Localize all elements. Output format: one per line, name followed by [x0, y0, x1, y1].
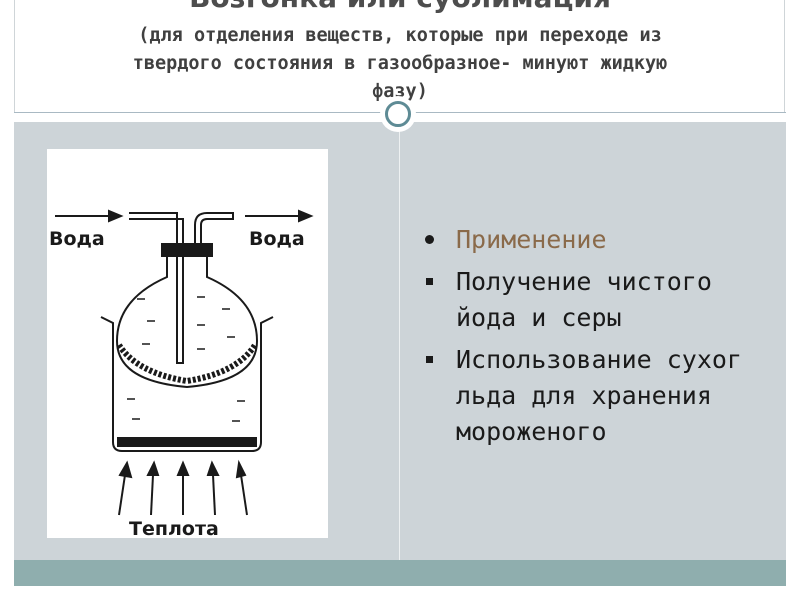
heat-arrows [118, 459, 248, 516]
round-bottom-flask [115, 254, 259, 389]
solid-substance [117, 437, 257, 447]
vapor-dashes [127, 296, 245, 422]
slide-title: Возгонка или сублимация [0, 0, 800, 16]
bullet-list: Применение Получение чистого йода и серы… [420, 222, 790, 456]
water-arrows [55, 209, 314, 223]
condensed-crystals [116, 343, 258, 385]
label-water-out: Вода [249, 228, 305, 250]
apparatus-drawing: Вода Вода Теплота [49, 209, 314, 538]
beaker [100, 316, 274, 452]
bullet-heading: Применение [420, 222, 790, 258]
slide-header: Возгонка или сублимация (для отделения в… [0, 0, 800, 115]
bottom-bar [14, 560, 786, 586]
subtitle-line-3: фазу) [372, 81, 428, 102]
column-divider [399, 122, 400, 560]
header-frame-left [14, 0, 15, 112]
slide-subtitle: (для отделения веществ, которые при пере… [0, 22, 800, 106]
label-water-in: Вода [49, 228, 105, 250]
ring-ornament-icon [380, 96, 416, 132]
bullet-item-2-line-1: Использование сухог [456, 345, 742, 374]
header-frame-right [784, 0, 785, 112]
bullet-item-1: Получение чистого йода и серы [420, 264, 790, 336]
subtitle-line-2: твердого состояния в газообразное- миную… [132, 53, 668, 74]
bullet-item-1-line-1: Получение чистого [456, 267, 712, 296]
bullet-item-2-line-3: мороженого [456, 417, 607, 446]
bullet-item-2: Использование сухог льда для хранения мо… [420, 342, 790, 450]
bullet-item-2-line-2: льда для хранения [456, 381, 712, 410]
label-heat: Теплота [129, 518, 219, 538]
stopper [161, 243, 213, 257]
sublimation-apparatus-figure: Вода Вода Теплота [47, 149, 328, 538]
cold-finger-tubes [129, 212, 234, 364]
bullet-heading-text: Применение [456, 225, 607, 254]
bullet-item-1-line-2: йода и серы [456, 303, 622, 332]
subtitle-line-1: (для отделения веществ, которые при пере… [138, 25, 662, 46]
